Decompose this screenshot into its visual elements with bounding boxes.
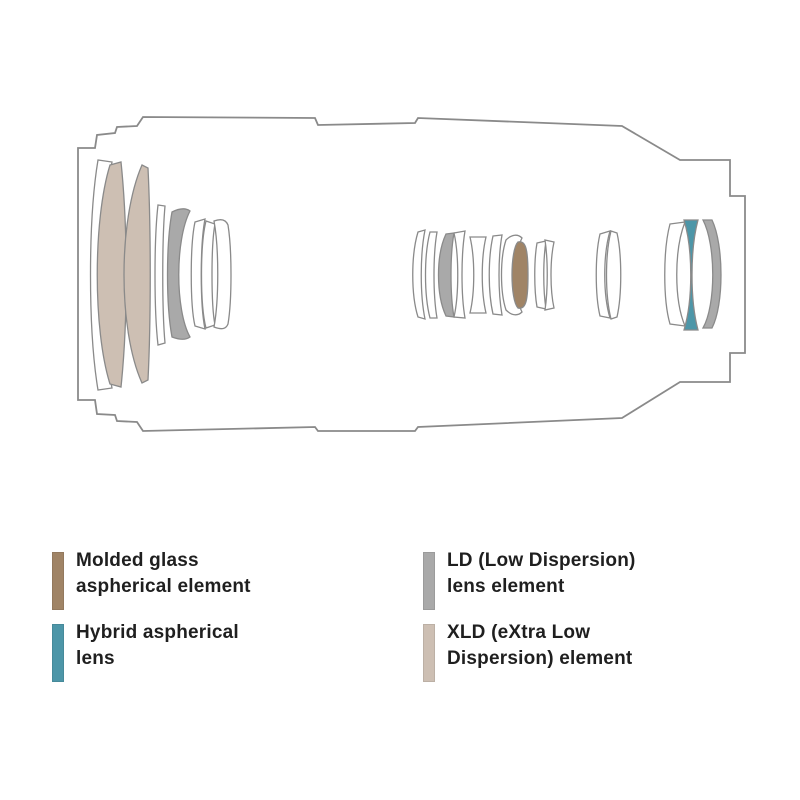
lens-element-xld-2 (123, 164, 151, 384)
lens-element-front-4 (154, 204, 166, 346)
lens-element-rear-1 (664, 221, 687, 327)
legend-swatch-molded (52, 552, 64, 610)
legend-item-molded: Molded glass aspherical element (52, 548, 251, 610)
lens-element-ld-3 (701, 219, 722, 329)
lens-element-xld-1 (96, 161, 127, 388)
legend: Molded glass aspherical element Hybrid a… (52, 548, 752, 688)
legend-swatch-xld (423, 624, 435, 682)
legend-label-ld: LD (Low Dispersion) lens element (447, 550, 636, 597)
lens-element-ld-1 (166, 208, 191, 340)
legend-label-molded: Molded glass aspherical element (76, 550, 251, 597)
lens-element-mid-10 (544, 239, 555, 311)
lens-element-mid-5 (469, 236, 487, 314)
legend-swatch-hybrid (52, 624, 64, 682)
legend-item-xld: XLD (eXtra Low Dispersion) element (423, 620, 632, 682)
legend-label-xld: XLD (eXtra Low Dispersion) element (447, 622, 633, 669)
lens-element-mid-4 (453, 230, 466, 319)
lens-construction-diagram (77, 116, 746, 432)
lens-element-front-8 (213, 218, 232, 330)
lens-element-hybrid-1 (683, 219, 699, 331)
lens-element-focus-2 (605, 230, 622, 320)
lens-element-mid-1 (412, 229, 426, 320)
lens-element-mid-2 (424, 231, 438, 319)
lens-element-front-7 (200, 220, 216, 329)
lens-element-focus-1 (595, 230, 611, 319)
lens-element-mid-9 (534, 240, 547, 310)
legend-swatch-ld (423, 552, 435, 610)
lens-element-mid-6 (488, 234, 503, 316)
legend-label-hybrid: Hybrid aspherical lens (76, 622, 239, 669)
legend-item-hybrid: Hybrid aspherical lens (52, 620, 239, 682)
lens-element-molded-1 (511, 241, 529, 309)
legend-item-ld: LD (Low Dispersion) lens element (423, 548, 636, 610)
lens-barrel-outline (77, 116, 746, 432)
lens-element-ld-2 (437, 232, 455, 318)
